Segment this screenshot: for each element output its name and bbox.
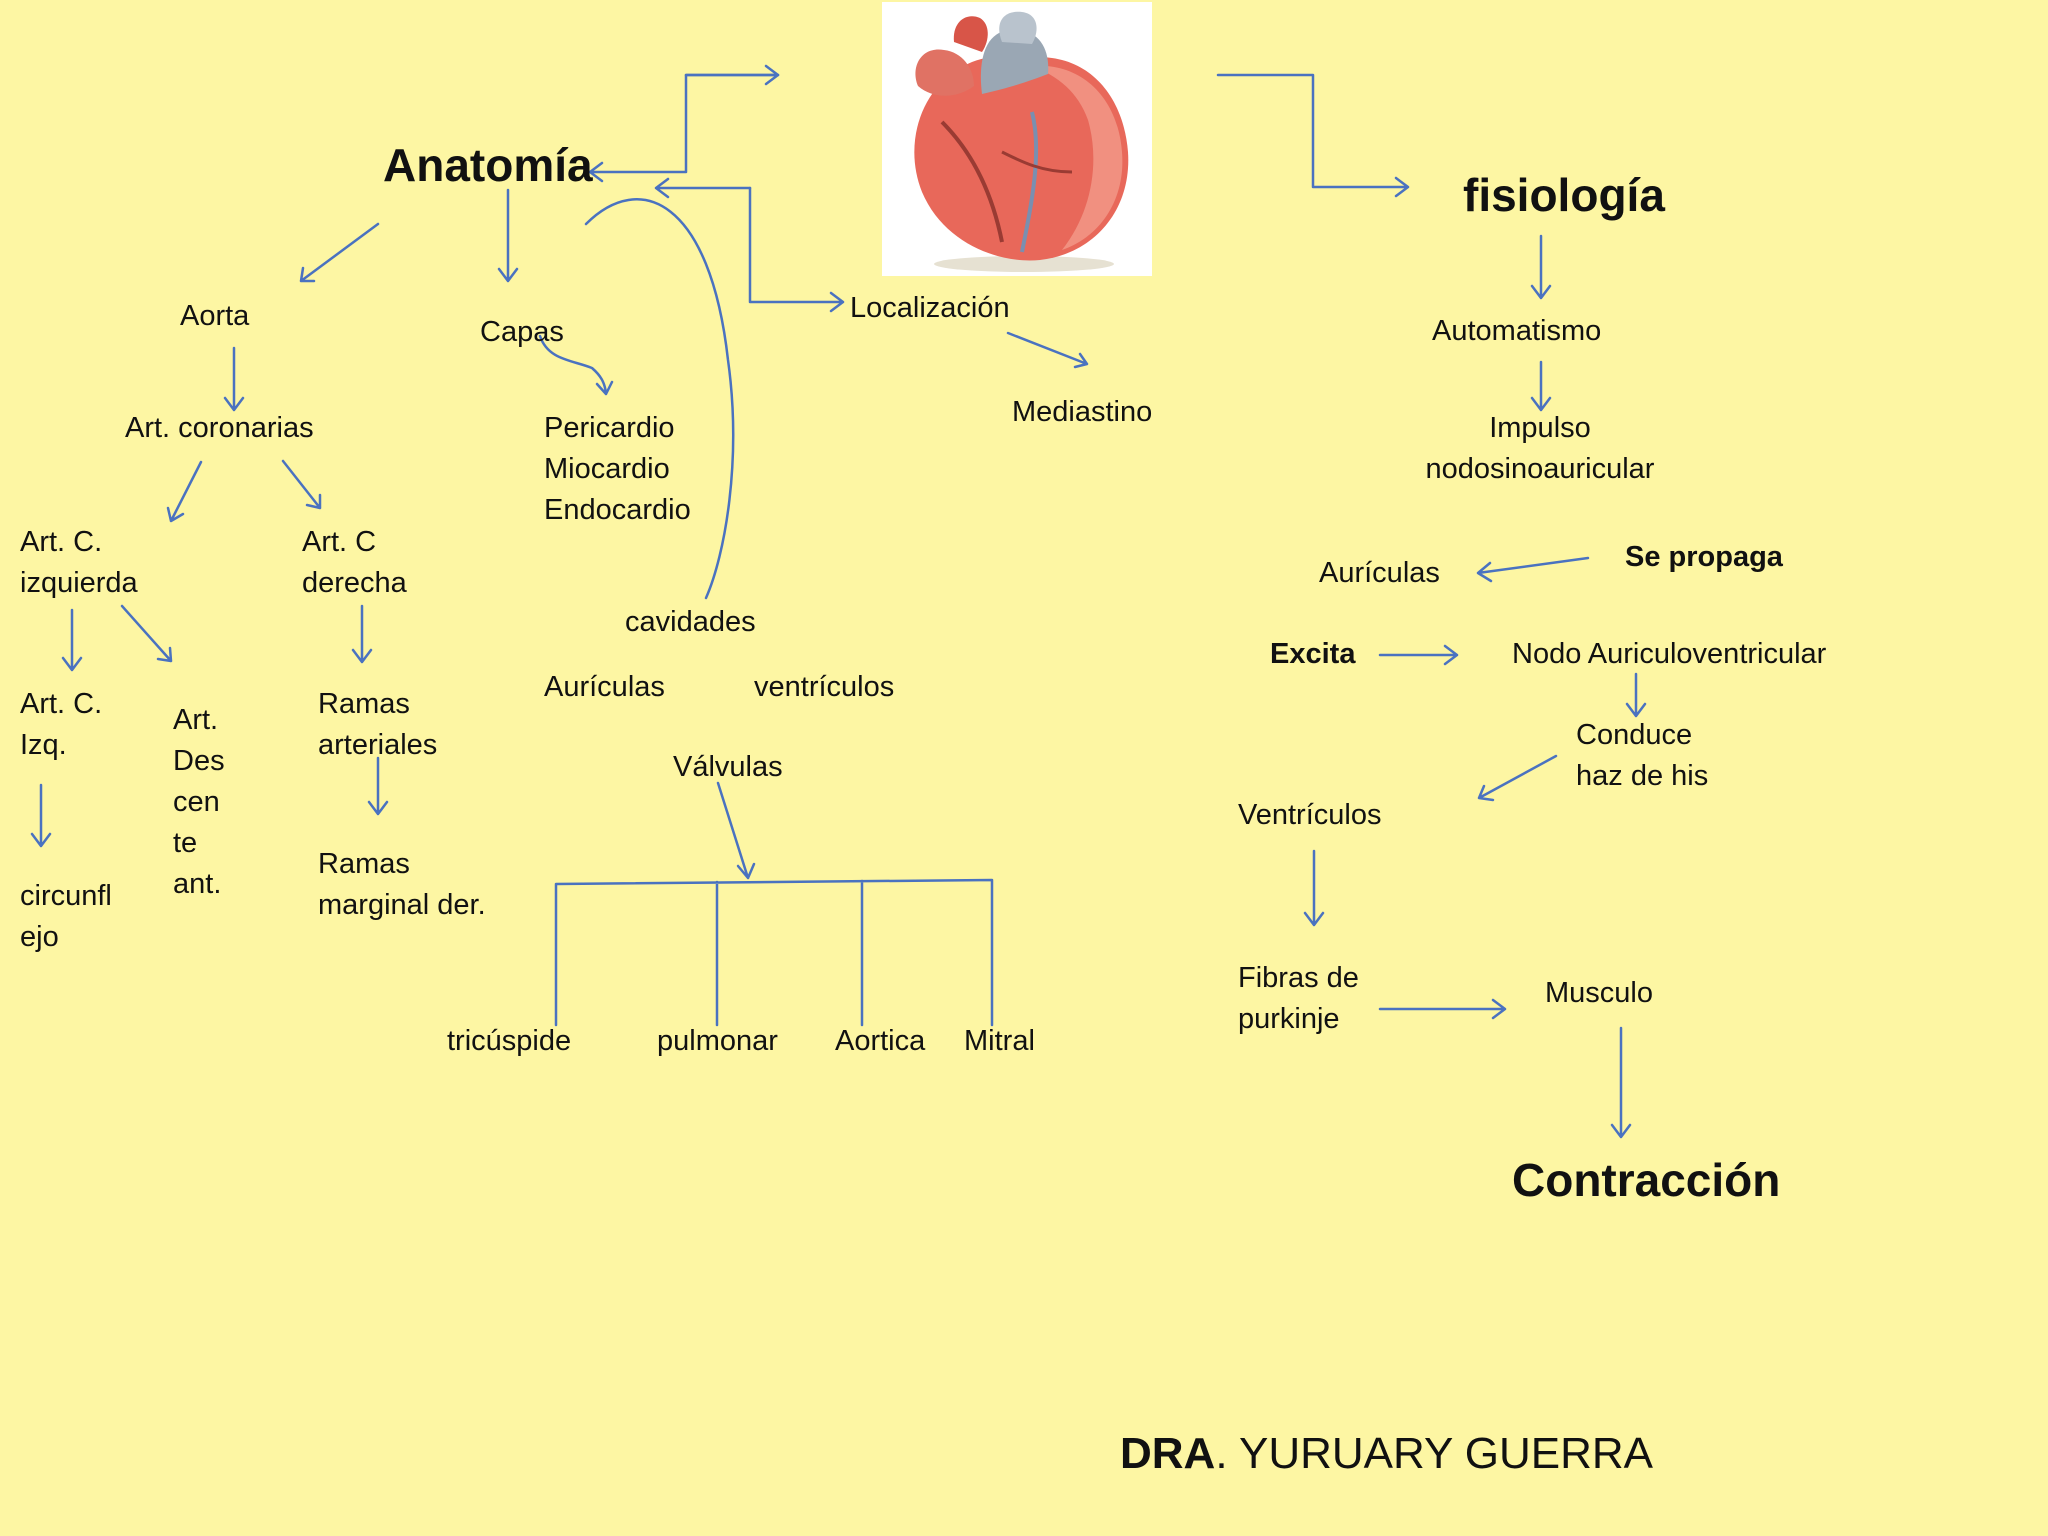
art-descendente-anterior: Art. Des cen te ant. xyxy=(173,700,225,905)
arrow-to-fisiologia xyxy=(1216,73,1410,198)
aorta-label: Aorta xyxy=(180,300,250,332)
arrow-propaga-auriculas xyxy=(1476,556,1590,583)
arrow-fisio-automatismo xyxy=(1530,234,1552,300)
automatismo-label: Automatismo xyxy=(1432,315,1602,347)
arrow-musculo-contraccion xyxy=(1610,1026,1632,1139)
arrow-aorta-coronarias xyxy=(223,346,245,412)
arrow-valvulas-tree xyxy=(716,781,756,880)
art-c-izq: Art. C. Izq. xyxy=(20,684,102,766)
author-credit: DRA. YURUARY GUERRA xyxy=(1120,1428,1653,1480)
ramas-marginal-line-1: Ramas xyxy=(318,848,410,880)
heart-illustration-icon xyxy=(882,2,1152,276)
arrow-ramas-marginal xyxy=(367,756,389,816)
conduce-line-2: haz de his xyxy=(1576,760,1709,792)
art-c-izquierda-line-1: Art. C. xyxy=(20,526,103,558)
mediastino-label: Mediastino xyxy=(1012,396,1153,428)
conduce-line-1: Conduce xyxy=(1576,719,1693,751)
arrow-anatomia-localizacion xyxy=(748,186,845,313)
valve-pulmonar: pulmonar xyxy=(657,1025,778,1057)
circunflejo-line-2: ejo xyxy=(20,921,59,953)
arrow-anatomia-aorta xyxy=(299,222,380,283)
arrow-coronarias-izq xyxy=(166,460,203,523)
art-c-izquierda-line-2: izquierda xyxy=(20,567,138,599)
ramas-arteriales-line-2: arteriales xyxy=(318,729,438,761)
arrow-automatismo-impulso xyxy=(1530,360,1552,412)
descendente-line-3: cen xyxy=(173,786,220,818)
art-c-izq-line-1: Art. C. xyxy=(20,688,103,720)
author-name: . YURUARY GUERRA xyxy=(1215,1429,1654,1478)
arrow-izq-descendente xyxy=(120,604,173,663)
arrow-heart-to-anatomia xyxy=(588,73,780,183)
arrow-izqshort-circunflejo xyxy=(30,783,52,848)
circunflejo-label: circunfl ejo xyxy=(20,876,112,958)
cavidades-auriculas-label: Aurículas xyxy=(544,671,665,703)
fibras-line-1: Fibras de xyxy=(1238,962,1359,994)
impulso-line-1: Impulso xyxy=(1489,412,1591,444)
arrow-conduce-ventriculos xyxy=(1477,754,1558,802)
fisio-ventriculos-label: Ventrículos xyxy=(1238,799,1382,831)
arrow-fibras-musculo xyxy=(1378,998,1507,1020)
descendente-line-5: ant. xyxy=(173,868,222,900)
fisiologia-title: fisiología xyxy=(1463,169,1665,221)
art-c-derecha: Art. C derecha xyxy=(302,522,407,604)
valvulas-label: Válvulas xyxy=(673,751,783,783)
capas-label: Capas xyxy=(480,316,564,348)
ramas-marginal-line-2: marginal der. xyxy=(318,889,486,921)
arrow-anatomia-capas xyxy=(497,188,519,283)
arrow-excita-nodo xyxy=(1378,644,1459,666)
arrow-loc-back xyxy=(654,177,752,199)
author-prefix: DRA xyxy=(1120,1429,1216,1478)
fisio-auriculas-label: Aurículas xyxy=(1319,557,1440,589)
fibras-purkinje-label: Fibras de purkinje xyxy=(1238,958,1359,1040)
nodo-av-label: Nodo Auriculoventricular xyxy=(1512,638,1827,670)
descendente-line-2: Des xyxy=(173,745,225,777)
cavidades-label: cavidades xyxy=(625,606,756,638)
arrow-top-right-head xyxy=(684,64,780,86)
art-c-derecha-line-2: derecha xyxy=(302,567,407,599)
coronarias-label: Art. coronarias xyxy=(125,412,314,444)
excita-label: Excita xyxy=(1270,638,1356,670)
arrow-der-ramas xyxy=(351,604,373,664)
arrow-capas-list xyxy=(538,334,614,396)
cavidades-ventriculos-label: ventrículos xyxy=(754,671,895,703)
arrow-izq-izqshort xyxy=(61,608,83,672)
art-c-izquierda: Art. C. izquierda xyxy=(20,522,138,604)
anatomia-title: Anatomía xyxy=(383,139,593,191)
miocardio-label: Miocardio xyxy=(544,453,670,485)
arrow-nodo-conduce xyxy=(1625,672,1647,718)
musculo-label: Musculo xyxy=(1545,977,1653,1009)
localizacion-label: Localización xyxy=(850,292,1010,324)
capas-list: Pericardio Miocardio Endocardio xyxy=(544,408,691,531)
impulso-line-2: nodosinoauricular xyxy=(1425,453,1655,485)
pericardio-label: Pericardio xyxy=(544,412,675,444)
contraccion-title: Contracción xyxy=(1512,1154,1781,1206)
endocardio-label: Endocardio xyxy=(544,494,691,526)
valve-aortica: Aortica xyxy=(835,1025,926,1057)
curve-anatomia-cavidades xyxy=(584,198,735,600)
valve-mitral: Mitral xyxy=(964,1025,1035,1057)
arrow-coronarias-der xyxy=(281,459,322,510)
circunflejo-line-1: circunfl xyxy=(20,880,112,912)
fibras-line-2: purkinje xyxy=(1238,1003,1340,1035)
descendente-line-1: Art. xyxy=(173,704,219,736)
ramas-arteriales: Ramas arteriales xyxy=(318,684,437,766)
arrow-ventriculos-fibras xyxy=(1303,849,1325,927)
ramas-arteriales-line-1: Ramas xyxy=(318,688,410,720)
descendente-line-4: te xyxy=(173,827,198,859)
valve-tricuspide: tricúspide xyxy=(447,1025,572,1057)
art-c-izq-line-2: Izq. xyxy=(20,729,67,761)
valves-tree-lines xyxy=(554,878,994,1027)
conduce-label: Conduce haz de his xyxy=(1576,715,1708,797)
ramas-marginal: Ramas marginal der. xyxy=(318,844,486,926)
se-propaga-label: Se propaga xyxy=(1625,541,1783,573)
art-c-derecha-line-1: Art. C xyxy=(302,526,377,558)
arrow-localizacion-mediastino xyxy=(1006,331,1089,369)
impulso-label: Impulso nodosinoauricular xyxy=(1415,408,1665,490)
